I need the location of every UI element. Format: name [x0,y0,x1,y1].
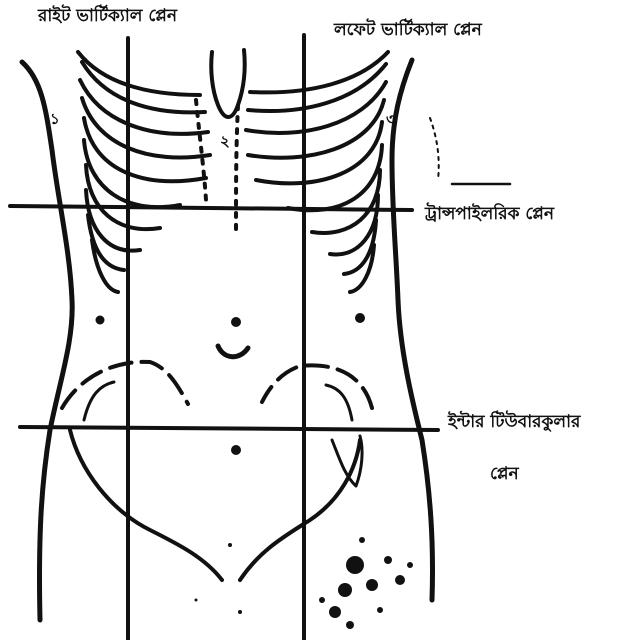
region-number-3: ৩ [386,112,396,127]
region-number-1: ১ [50,112,60,127]
dot-umbilical [231,317,241,327]
rib-cage-left [236,52,388,292]
region-number-2: ২ [220,134,230,149]
torso-outline-left [22,62,72,620]
intertubercular-plane [20,427,438,430]
costal-margin-left [430,118,439,180]
navel [218,346,248,357]
dot-left-lumbar [355,313,365,323]
iliac-inner-right [84,382,114,420]
rib-cage-right [78,52,210,292]
dot-right-lumbar [96,316,105,325]
right-vertical-plane-label: রাইট ভার্টিক্যাল প্লেন [38,8,177,25]
intertubercular-plane-label: ইন্টার টিউবারকুলার [448,414,580,431]
iliac-crest-left [262,365,372,408]
iliac-crest-right [62,362,188,408]
transpyloric-plane-label: ট্রান্সপাইলরিক প্লেন [425,206,554,223]
transpyloric-plane [10,206,412,210]
dot-hypogastric [231,445,241,455]
intertubercular-plane-label-2: প্লেন [490,466,519,483]
left-vertical-plane-label: লফেট ভার্টিক্যাল প্লেন [334,22,482,39]
iliac-inner-left [326,385,352,420]
torso-outline-right [392,60,433,600]
pelvic-curve-right [70,430,222,580]
